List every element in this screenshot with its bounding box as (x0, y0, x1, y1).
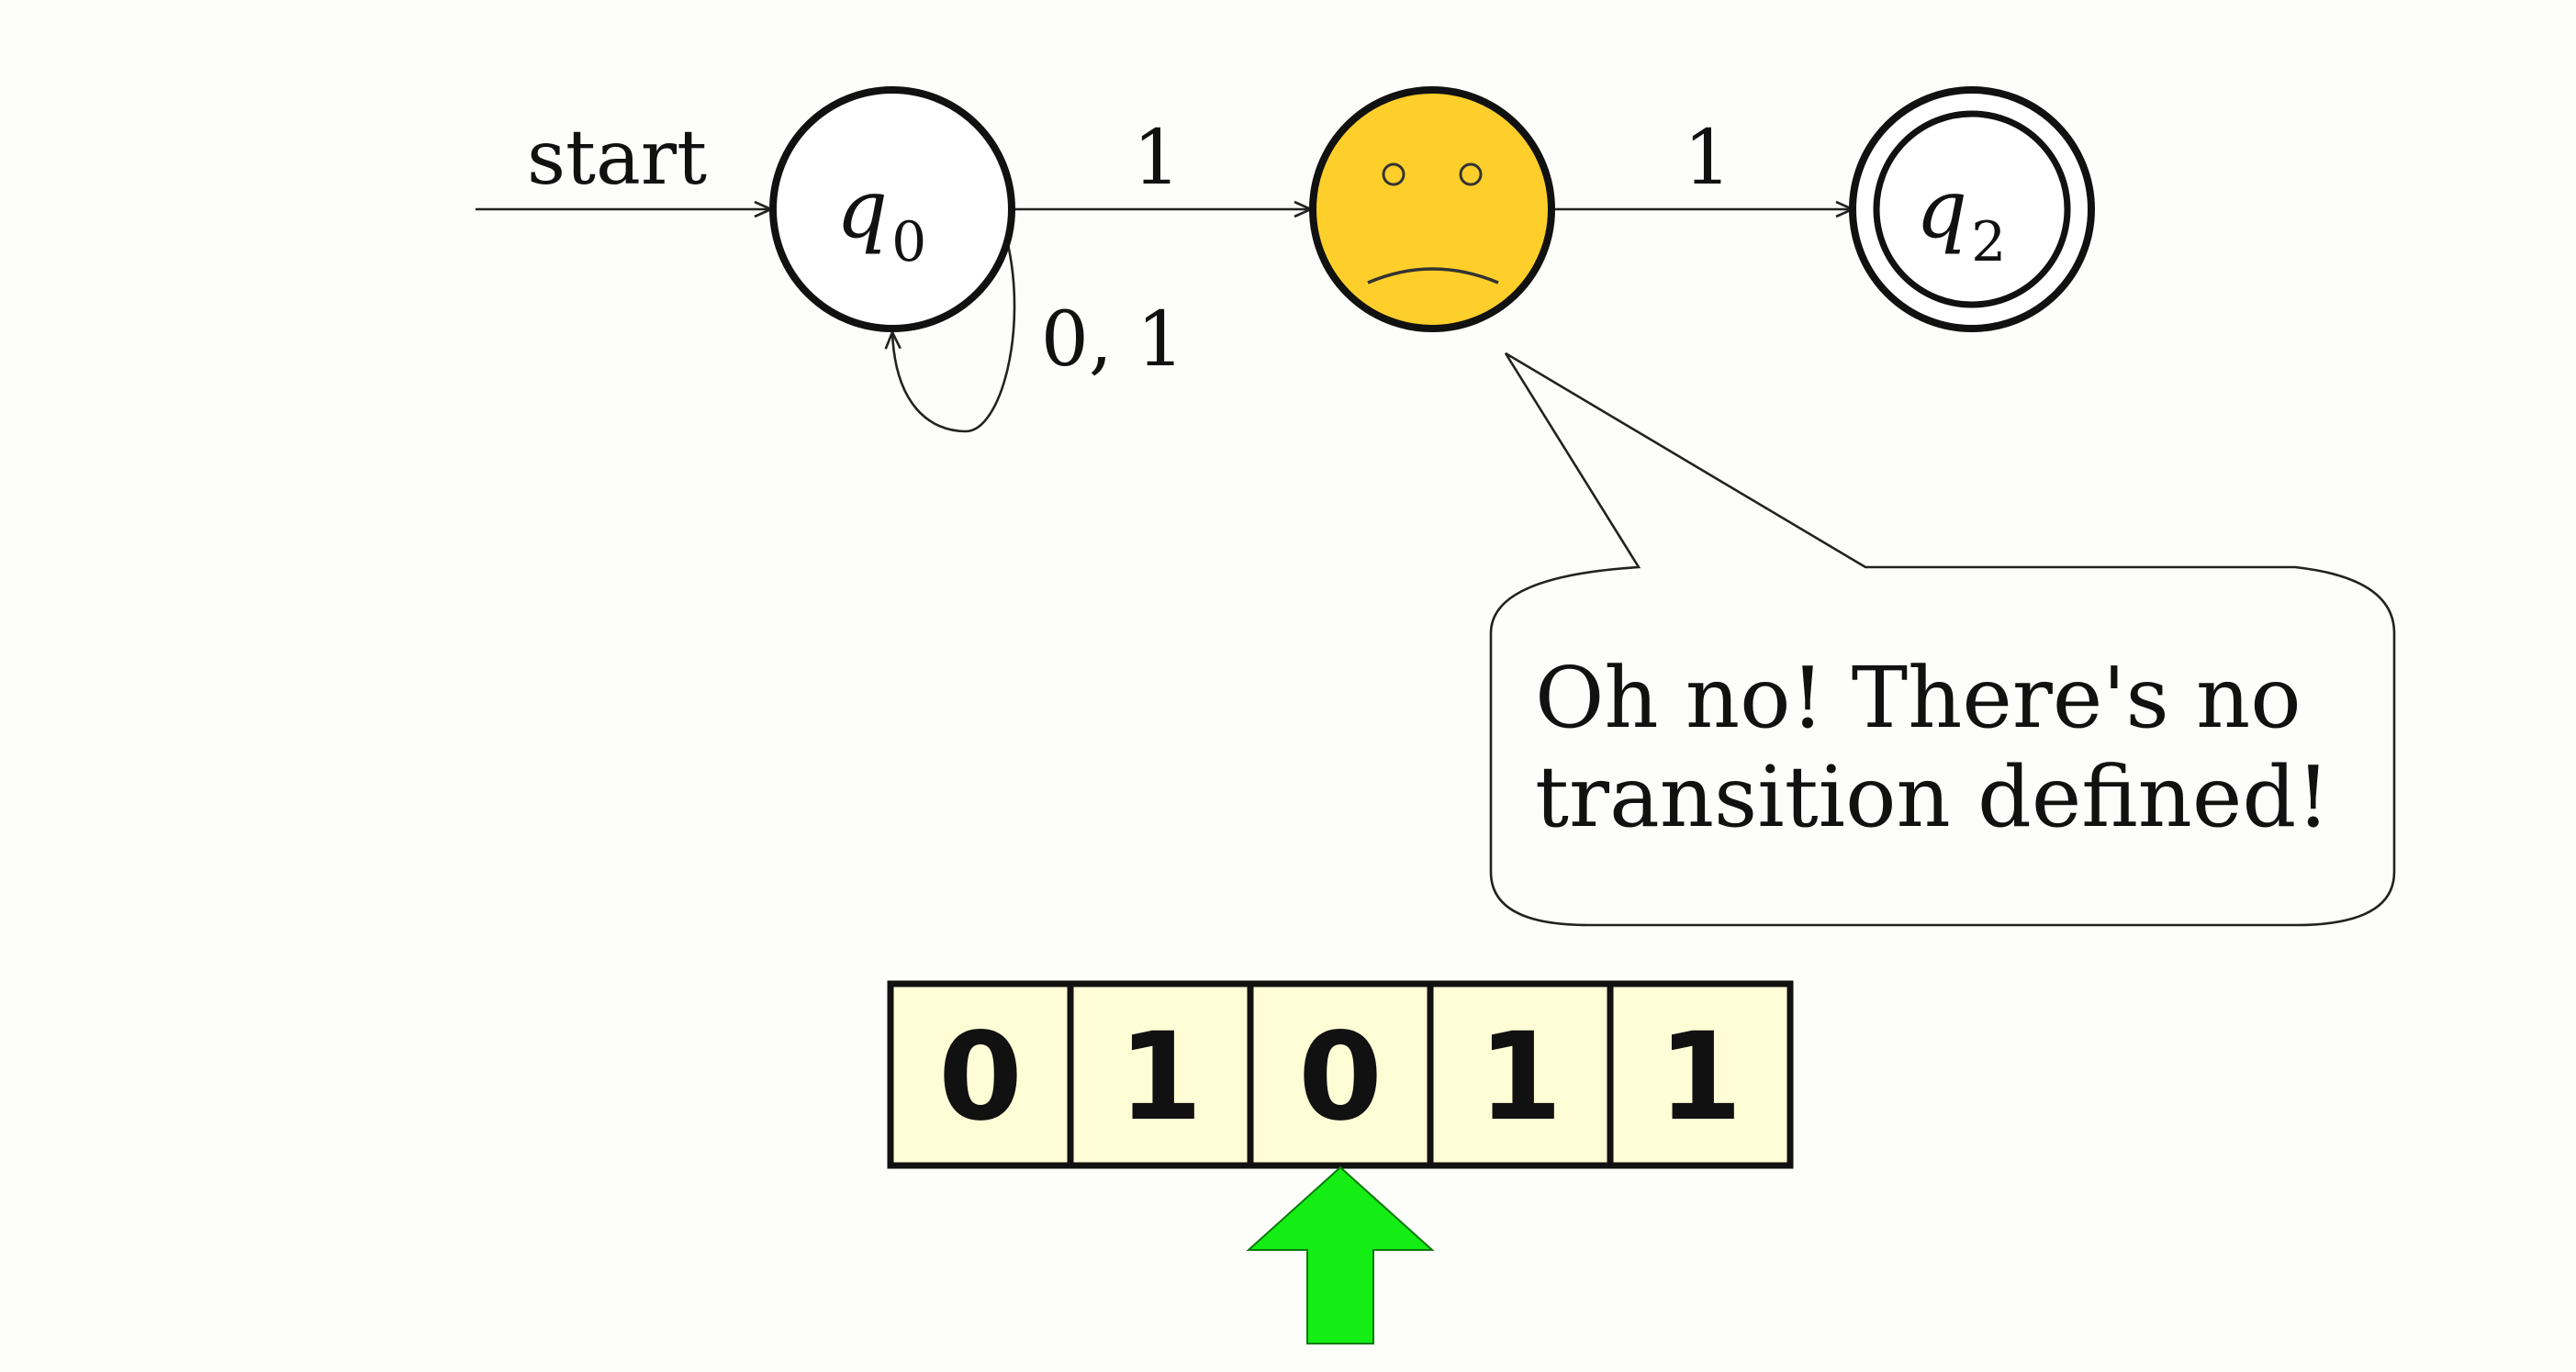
state-q1-circle (1309, 86, 1555, 332)
edge-q0-q1-label: 1 (1133, 115, 1181, 202)
state-q0-subscript: 0 (891, 210, 926, 274)
state-q2-subscript: 2 (1971, 210, 2006, 274)
sad-face-icon (1367, 162, 1499, 284)
edge-q1-q2-label: 1 (1684, 115, 1731, 202)
state-q2: q2 (1849, 86, 2095, 332)
tape-cell-symbol: 1 (1478, 1007, 1562, 1148)
transition-q0-q0: 0, 1 (892, 240, 1184, 433)
tape-cell: 0 (887, 980, 1074, 1169)
tape-cell-box (1247, 980, 1434, 1169)
state-q0-symbol: q (836, 162, 888, 256)
tape-cell-symbol: 0 (1298, 1007, 1383, 1148)
tape-cell-symbol: 1 (1118, 1007, 1203, 1148)
state-q2-outer-circle (1849, 86, 2095, 332)
tape-cell-symbol: 0 (938, 1007, 1023, 1148)
tape-cell-box (1607, 980, 1794, 1169)
bubble-line-2: transition defined! (1535, 748, 2330, 846)
tape-cell: 1 (1067, 980, 1254, 1169)
tape-cell-box (1067, 980, 1254, 1169)
transition-q1-q2: 1 (1555, 115, 1853, 209)
tape-cell: 1 (1427, 980, 1614, 1169)
transition-q0-q1: 1 (1014, 115, 1311, 209)
self-loop-label: 0, 1 (1041, 296, 1184, 384)
right-eye (1459, 162, 1483, 186)
bubble-shape (1489, 351, 2396, 927)
state-q2-symbol: q (1916, 162, 1967, 256)
bubble-line-1: Oh no! There's no (1535, 649, 2302, 747)
speech-bubble: Oh no! There's no transition defined! (1489, 351, 2396, 927)
state-q0-circle (769, 86, 1015, 332)
tape-cell-box (887, 980, 1074, 1169)
tape-cell: 1 (1607, 980, 1794, 1169)
tape-cell-symbol: 1 (1658, 1007, 1742, 1148)
left-eye (1382, 162, 1406, 186)
state-q0-label: q0 (836, 162, 927, 274)
frown-mouth (1367, 267, 1499, 284)
state-q2-label: q2 (1916, 162, 2007, 274)
read-head-arrow-icon (1246, 1166, 1435, 1344)
start-transition: start (476, 115, 771, 209)
state-q0: q0 (769, 86, 1015, 332)
state-q1 (1309, 86, 1555, 332)
state-q2-inner-circle (1873, 110, 2071, 308)
start-label: start (527, 115, 707, 202)
self-loop-arrow (892, 240, 1016, 433)
tape-cell: 0 (1247, 980, 1434, 1169)
